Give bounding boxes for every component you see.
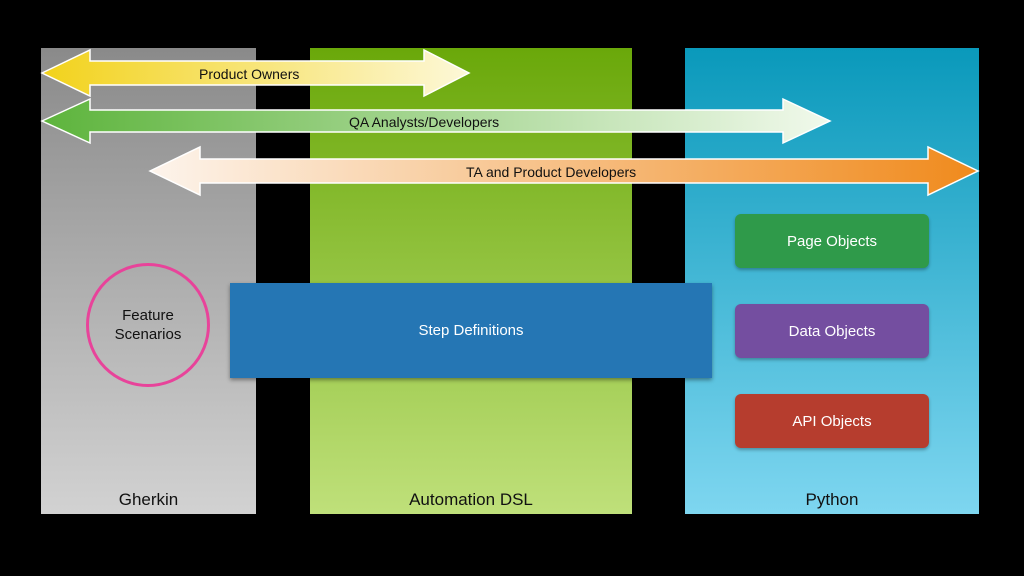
api-objects-label: API Objects xyxy=(792,412,872,430)
qa-analysts-label: QA Analysts/Developers xyxy=(349,114,500,130)
feature-scenarios-label: Feature Scenarios xyxy=(114,306,182,344)
qa-analysts-arrow xyxy=(40,97,832,145)
ta-product-developers-arrow xyxy=(148,145,980,197)
api-objects-box: API Objects xyxy=(735,394,929,448)
data-objects-box: Data Objects xyxy=(735,304,929,358)
step-definitions-label: Step Definitions xyxy=(418,322,524,339)
python-label: Python xyxy=(805,490,859,509)
step-definitions-box: Step Definitions xyxy=(230,283,712,378)
gherkin-label: Gherkin xyxy=(118,490,179,509)
page-objects-label: Page Objects xyxy=(786,232,878,250)
product-owners-arrow xyxy=(40,48,471,98)
page-objects-box: Page Objects xyxy=(735,214,929,268)
ta-product-developers-label: TA and Product Developers xyxy=(466,164,637,180)
product-owners-label: Product Owners xyxy=(199,66,300,82)
feature-scenarios-circle: Feature Scenarios xyxy=(86,263,210,387)
data-objects-label: Data Objects xyxy=(788,322,876,340)
automation-dsl-label: Automation DSL xyxy=(409,490,533,509)
